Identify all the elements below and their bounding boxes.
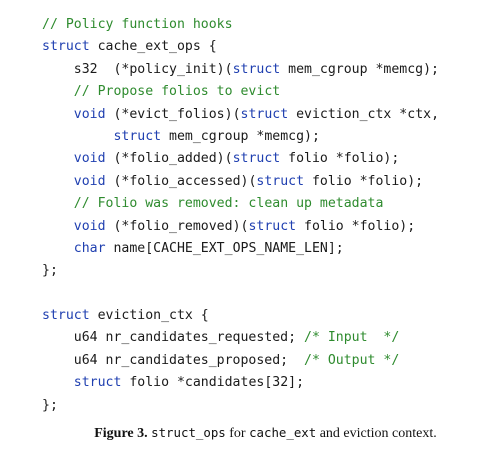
code-keyword: void — [73, 173, 106, 189]
code-line: void (*folio_added)(struct folio *folio)… — [42, 148, 487, 170]
code-text: folio *folio); — [296, 218, 416, 234]
code-text: cache_ext_ops { — [89, 39, 217, 55]
figure-label: Figure 3. — [94, 426, 148, 441]
code-text: folio *candidates[32]; — [121, 375, 305, 391]
code-line: struct cache_ext_ops { — [42, 36, 487, 58]
code-text: (*folio_accessed)( — [105, 173, 257, 189]
code-keyword: struct — [232, 151, 281, 167]
code-comment: /* Output */ — [304, 352, 400, 368]
figure-caption: Figure 3. struct_ops for cache_ext and e… — [0, 425, 495, 442]
code-keyword: void — [73, 218, 106, 234]
code-keyword: char — [73, 240, 106, 256]
code-keyword: struct — [248, 218, 297, 234]
code-line: char name[CACHE_EXT_OPS_NAME_LEN]; — [42, 238, 487, 260]
code-line: }; — [42, 395, 487, 417]
code-keyword: struct — [73, 375, 122, 391]
code-text: folio *folio); — [304, 173, 424, 189]
code-text: eviction_ctx *ctx, — [288, 106, 440, 122]
code-text: (*folio_removed)( — [105, 218, 249, 234]
code-line: // Policy function hooks — [42, 14, 487, 36]
code-comment: // Folio was removed: clean up metadata — [73, 196, 384, 212]
code-text: (*evict_folios)( — [105, 106, 241, 122]
code-keyword: void — [73, 151, 106, 167]
code-line: }; — [42, 260, 487, 282]
code-line: void (*folio_accessed)(struct folio *fol… — [42, 171, 487, 193]
code-text: }; — [42, 397, 58, 413]
code-keyword: struct — [113, 128, 162, 144]
caption-text-for: for — [229, 426, 246, 441]
code-text — [42, 129, 113, 144]
code-text — [42, 375, 74, 390]
code-text: u64 nr_candidates_proposed; — [42, 352, 305, 368]
code-text: s32 (*policy_init)( — [42, 61, 233, 77]
caption-text-rest: and eviction context. — [319, 426, 437, 441]
code-line: // Folio was removed: clean up metadata — [42, 193, 487, 215]
code-keyword: void — [73, 106, 106, 122]
code-keyword: struct — [42, 308, 90, 324]
code-text — [42, 107, 74, 122]
code-text — [42, 174, 74, 189]
code-text: eviction_ctx { — [89, 308, 209, 324]
code-keyword: struct — [240, 106, 289, 122]
code-line: // Propose folios to evict — [42, 81, 487, 103]
code-comment: // Propose folios to evict — [73, 84, 281, 100]
code-line: struct folio *candidates[32]; — [42, 372, 487, 394]
code-comment: // Policy function hooks — [42, 17, 233, 32]
code-text: u64 nr_candidates_requested; — [42, 330, 305, 346]
code-line: void (*folio_removed)(struct folio *foli… — [42, 216, 487, 238]
code-comment: /* Input */ — [304, 330, 400, 346]
code-keyword: struct — [42, 39, 90, 55]
code-line: void (*evict_folios)(struct eviction_ctx… — [42, 104, 487, 126]
code-line: u64 nr_candidates_proposed; /* Output */ — [42, 350, 487, 372]
code-line: struct eviction_ctx { — [42, 305, 487, 327]
code-text — [42, 241, 74, 256]
code-text: mem_cgroup *memcg); — [161, 128, 320, 144]
code-text: mem_cgroup *memcg); — [280, 61, 439, 77]
code-text: (*folio_added)( — [105, 151, 233, 167]
code-text: folio *folio); — [280, 151, 400, 167]
code-text: name[CACHE_EXT_OPS_NAME_LEN]; — [105, 240, 344, 256]
code-text — [42, 196, 74, 211]
code-text — [42, 84, 74, 99]
code-text — [42, 151, 74, 166]
code-text — [42, 219, 74, 234]
code-blank-line — [42, 283, 487, 305]
code-keyword: struct — [232, 61, 281, 77]
caption-code-term-2: cache_ext — [249, 425, 317, 440]
code-line: struct mem_cgroup *memcg); — [42, 126, 487, 148]
code-line: s32 (*policy_init)(struct mem_cgroup *me… — [42, 59, 487, 81]
code-text: }; — [42, 263, 58, 279]
code-listing: // Policy function hooks struct cache_ext… — [42, 14, 487, 417]
caption-code-term: struct_ops — [151, 425, 226, 440]
code-line: u64 nr_candidates_requested; /* Input */ — [42, 327, 487, 349]
code-keyword: struct — [256, 173, 305, 189]
